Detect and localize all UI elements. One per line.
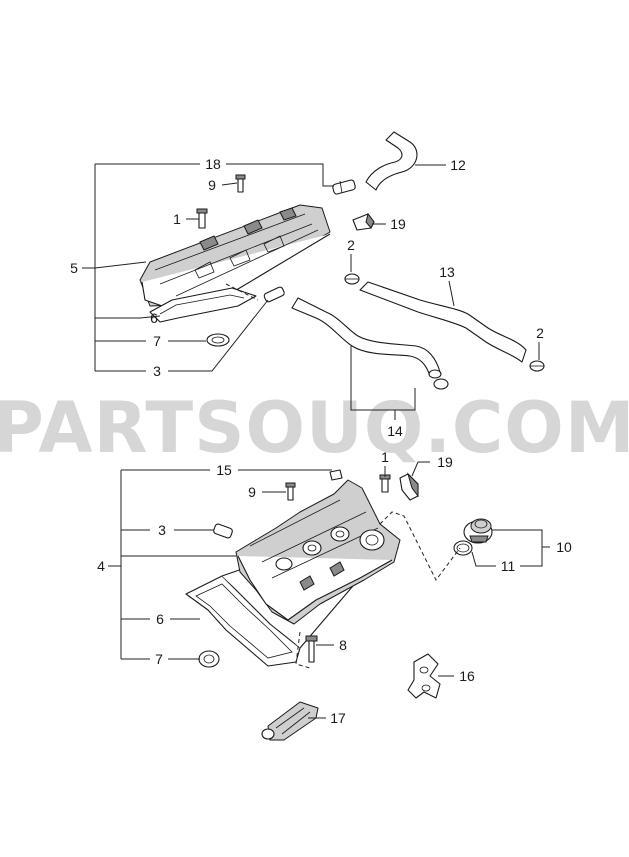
callout-7-bottom: 7 — [155, 651, 163, 667]
callout-6-top: 6 — [150, 310, 158, 326]
ignition-cable-17 — [261, 701, 319, 741]
callout-14: 14 — [387, 423, 403, 439]
callout-1-top: 1 — [173, 211, 181, 227]
bolt-9-top — [235, 174, 246, 193]
callout-9-bottom: 9 — [248, 484, 256, 500]
callout-7-top: 7 — [153, 333, 161, 349]
callout-2-right: 2 — [536, 325, 544, 341]
callout-3-bottom: 3 — [158, 522, 166, 538]
guide-oil-cap — [379, 511, 461, 581]
leader-lines — [82, 163, 550, 719]
callout-3-top: 3 — [153, 363, 161, 379]
callout-13: 13 — [439, 264, 455, 280]
callout-5: 5 — [70, 260, 78, 276]
grommet-lower — [198, 650, 220, 668]
grommet-upper — [206, 333, 230, 347]
pcv-elbow-upper — [263, 286, 285, 303]
pcv-elbow-lower — [213, 523, 233, 539]
callout-labels: 18 9 1 5 6 7 3 12 19 2 13 2 14 15 9 1 19… — [70, 156, 572, 726]
watermark: PARTSOUQ.COM — [0, 387, 629, 469]
bolt-1-top — [196, 208, 208, 229]
callout-2-top: 2 — [347, 237, 355, 253]
callout-9-top: 9 — [208, 177, 216, 193]
hose-14 — [291, 297, 449, 390]
rocker-cover-upper — [139, 204, 331, 309]
callout-12: 12 — [450, 157, 466, 173]
callout-4: 4 — [97, 558, 105, 574]
callout-15: 15 — [216, 462, 232, 478]
guide-top — [225, 283, 259, 301]
rocker-cover-lower — [235, 479, 401, 625]
oil-filler-cap-10 — [463, 518, 493, 544]
bracket-15 — [329, 469, 343, 481]
cap-19-top — [352, 212, 375, 231]
callout-8: 8 — [339, 637, 347, 653]
bracket-16 — [407, 653, 441, 699]
callout-17: 17 — [330, 710, 346, 726]
callout-6-bottom: 6 — [156, 611, 164, 627]
callout-10: 10 — [556, 539, 572, 555]
bolt-9-bottom — [285, 482, 296, 501]
hose-13 — [359, 281, 527, 363]
seal-11 — [453, 540, 473, 556]
cap-19-bottom — [399, 472, 419, 501]
clamp-2-right — [529, 360, 545, 372]
callout-19-bottom: 19 — [437, 454, 453, 470]
guide-bolt-8 — [295, 631, 311, 669]
breather-hose-12 — [365, 131, 418, 191]
fitting-18 — [332, 179, 356, 195]
clamp-2-top — [344, 273, 360, 285]
callout-11: 11 — [501, 558, 516, 574]
bolt-8 — [305, 635, 318, 663]
gasket-upper — [149, 287, 257, 323]
callout-1-bottom: 1 — [381, 449, 389, 465]
callout-16: 16 — [459, 668, 475, 684]
bolt-1-bottom — [379, 474, 391, 493]
callout-18: 18 — [205, 156, 221, 172]
callout-19-top: 19 — [390, 216, 406, 232]
